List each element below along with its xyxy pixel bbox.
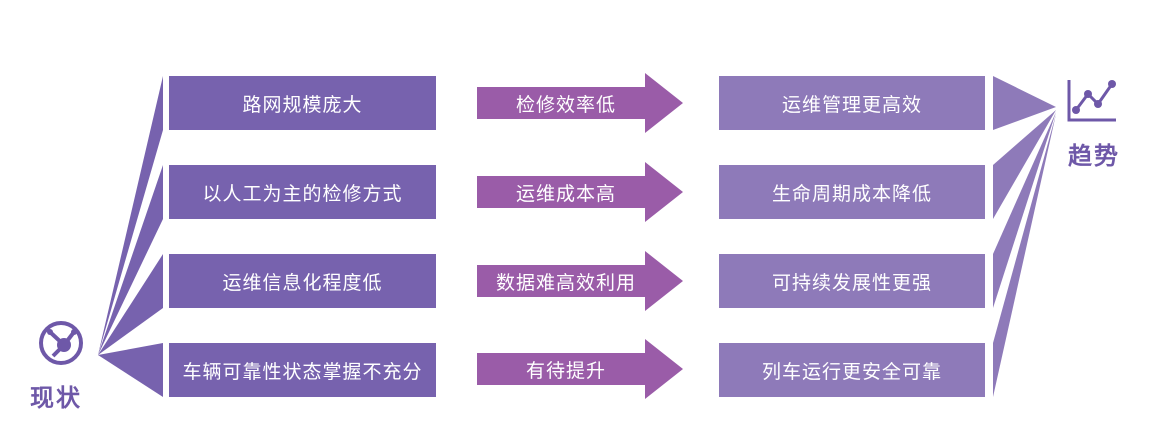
current-item-3: 运维信息化程度低 xyxy=(169,254,436,308)
network-nodes-icon xyxy=(39,321,83,365)
right-fan-wedge-3 xyxy=(993,112,1056,308)
issue-label-3: 数据难高效利用 xyxy=(495,271,636,294)
current-item-1: 路网规模庞大 xyxy=(169,76,436,130)
right-fan-wedge-2 xyxy=(993,110,1056,219)
trend-line-chart-icon xyxy=(1067,80,1116,122)
issue-arrow-3: 数据难高效利用 xyxy=(477,251,683,311)
right-fan-wedge-1 xyxy=(993,76,1056,130)
current-item-2: 以人工为主的检修方式 xyxy=(169,165,436,219)
issue-arrow-4: 有待提升 xyxy=(477,339,683,399)
trend-item-1: 运维管理更高效 xyxy=(719,76,985,130)
issue-arrow-1: 检修效率低 xyxy=(477,73,683,133)
current-item-4: 车辆可靠性状态掌握不充分 xyxy=(169,343,436,397)
right-fan-wedge-4 xyxy=(993,114,1056,397)
issue-arrow-2: 运维成本高 xyxy=(477,162,683,222)
left-fan-wedge-1 xyxy=(98,76,163,355)
trend-item-2: 生命周期成本降低 xyxy=(719,165,985,219)
issue-label-4: 有待提升 xyxy=(525,359,606,382)
trend-label: 趋势 xyxy=(1068,142,1120,170)
left-fan-wedge-2 xyxy=(98,165,163,355)
issue-label-1: 检修效率低 xyxy=(515,93,616,116)
trend-item-3: 可持续发展性更强 xyxy=(719,254,985,308)
left-fan-wedge-3 xyxy=(98,254,163,355)
trend-item-4: 列车运行更安全可靠 xyxy=(719,343,985,397)
issue-label-2: 运维成本高 xyxy=(515,182,616,205)
left-fan-wedge-4 xyxy=(98,343,163,397)
current-label: 现状 xyxy=(30,384,82,412)
